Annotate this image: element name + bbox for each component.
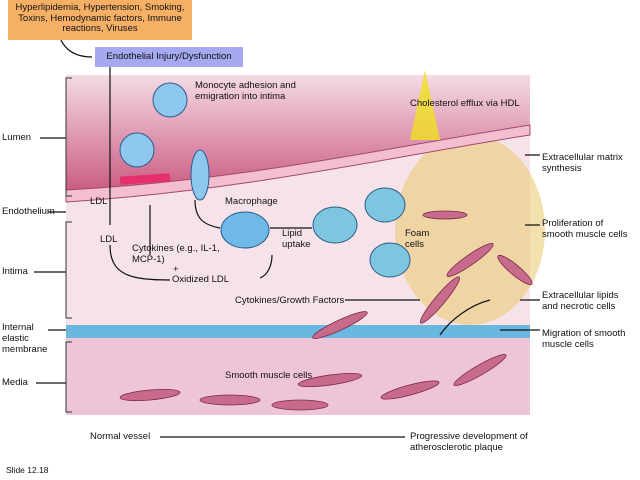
foam-cell xyxy=(312,206,358,244)
label-cholesterol-efflux: Cholesterol efflux via HDL xyxy=(410,98,520,109)
label-smooth-muscle-cells: Smooth muscle cells xyxy=(225,370,313,381)
endothelial-injury-box: Endothelial Injury/Dysfunction xyxy=(95,47,243,67)
label-internal-elastic-membrane: Internal elastic membrane xyxy=(2,322,48,355)
emigrating-monocyte xyxy=(190,149,210,201)
label-intima: Intima xyxy=(2,266,28,277)
label-ldl-intima: LDL xyxy=(100,234,118,245)
label-normal-vessel: Normal vessel xyxy=(90,431,151,442)
label-lumen: Lumen xyxy=(2,132,32,143)
label-macrophage: Macrophage xyxy=(225,196,278,207)
label-extracellular-lipids: Extracellular lipids and necrotic cells xyxy=(542,290,619,312)
smooth-muscle-cells xyxy=(119,210,533,411)
slide-number: Slide 12.18 xyxy=(6,465,49,475)
label-foam-cells: Foam cells xyxy=(405,228,430,250)
label-cytokines: Cytokines (e.g., IL-1, MCP-1) xyxy=(132,243,220,265)
label-proliferation: Proliferation of smooth muscle cells xyxy=(542,218,628,240)
label-ldl-lumen: LDL xyxy=(90,196,108,207)
label-plus: + xyxy=(173,264,179,275)
label-monocyte-adhesion: Monocyte adhesion and emigration into in… xyxy=(195,80,296,102)
label-lipid-uptake: Lipid uptake xyxy=(282,228,311,250)
label-endothelium: Endothelium xyxy=(2,206,55,217)
foam-cell xyxy=(369,242,411,278)
label-migration: Migration of smooth muscle cells xyxy=(542,328,626,350)
label-media: Media xyxy=(2,377,28,388)
monocyte xyxy=(152,82,188,118)
endothelium-layer xyxy=(65,124,531,203)
label-oxidized-ldl: Oxidized LDL xyxy=(172,274,230,285)
foam-cell xyxy=(364,187,406,223)
internal-elastic-membrane xyxy=(66,325,530,338)
hdl-efflux xyxy=(410,70,440,140)
macrophage xyxy=(220,211,270,249)
label-progressive-development: Progressive development of atherosclerot… xyxy=(410,431,528,453)
label-growth-factors: Cytokines/Growth Factors xyxy=(235,295,345,306)
arrows xyxy=(34,37,540,438)
layer-brackets xyxy=(65,77,72,413)
risk-factors-box: Hyperlipidemia, Hypertension, Smoking, T… xyxy=(8,0,192,40)
label-ecm-synthesis: Extracellular matrix synthesis xyxy=(542,152,623,174)
plaque-core xyxy=(395,135,545,325)
adhesion-molecules xyxy=(119,173,171,185)
monocyte xyxy=(119,132,155,168)
